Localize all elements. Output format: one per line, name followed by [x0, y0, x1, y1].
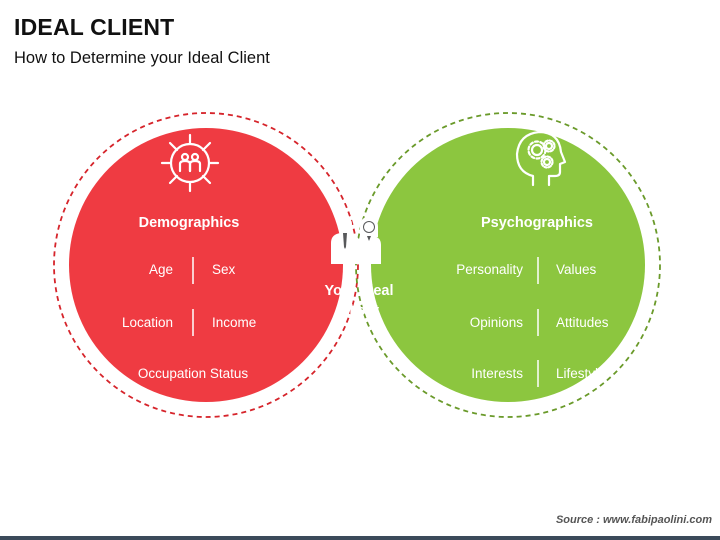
business-people-icon	[331, 217, 381, 264]
psychographics-item: Lifestyle	[556, 366, 606, 381]
psychographics-item: Values	[556, 262, 597, 277]
demographics-item: Age	[149, 262, 173, 277]
bottom-bar	[0, 536, 720, 540]
psychographics-item: Interests	[471, 366, 523, 381]
left-dashed-ring	[53, 112, 359, 418]
psychographics-circle	[371, 128, 645, 402]
psychographics-heading: Psychographics	[481, 215, 593, 231]
center-label-line1: Your Ideal	[324, 283, 393, 299]
demographics-target-people-icon	[160, 133, 220, 193]
demographics-circle	[69, 128, 343, 402]
head-gears-icon	[515, 130, 567, 187]
source-credit: Source : www.fabipaolini.com	[555, 514, 712, 526]
psychographics-item: Attitudes	[556, 315, 609, 330]
demographics-item: Occupation Status	[138, 366, 249, 381]
right-dashed-ring	[355, 112, 661, 418]
psychographics-item: Opinions	[470, 315, 524, 330]
demographics-heading: Demographics	[139, 215, 240, 231]
demographics-item: Sex	[212, 262, 236, 277]
page-subtitle: How to Determine your Ideal Client	[14, 49, 270, 67]
demographics-item: Location	[122, 315, 173, 330]
page-title: IDEAL CLIENT	[14, 14, 175, 40]
psychographics-item: Personality	[456, 262, 523, 277]
center-label-line2: Client	[339, 303, 379, 319]
demographics-item: Income	[212, 315, 256, 330]
